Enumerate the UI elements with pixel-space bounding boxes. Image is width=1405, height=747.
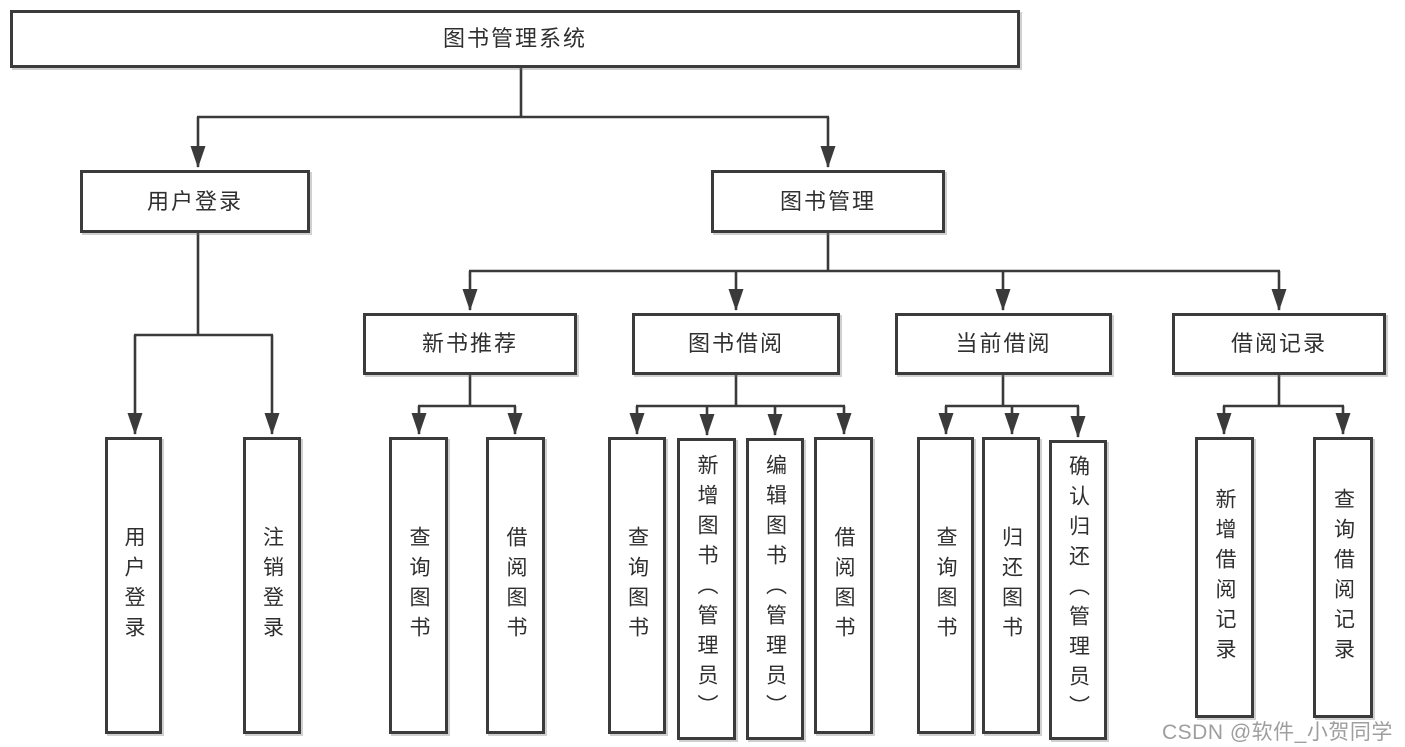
- node-label: 图书管理: [779, 188, 876, 214]
- node-root-label: 图书管理系统: [442, 26, 587, 51]
- leaf-label: 查询图书: [407, 525, 430, 646]
- leaf-label: 查询图书: [934, 525, 957, 646]
- node-label: 用户登录: [146, 188, 243, 214]
- node-root-system: 图书管理系统: [10, 10, 1020, 68]
- leaf-label: 借阅图书: [832, 525, 855, 646]
- leaf-add-books-admin: 新增图书（管理员）: [677, 438, 736, 740]
- leaf-label: 确认归还（管理员）: [1066, 455, 1090, 725]
- leaf-borrow-books-rec: 借阅图书: [486, 437, 545, 734]
- tree-rails: [134, 68, 1344, 408]
- leaf-return-books: 归还图书: [982, 437, 1040, 734]
- node-new-book-recommend: 新书推荐: [363, 313, 577, 375]
- leaf-label: 新增图书（管理员）: [695, 454, 718, 724]
- leaf-confirm-return-admin: 确认归还（管理员）: [1049, 440, 1107, 740]
- leaf-label: 注销登录: [260, 525, 284, 646]
- leaf-label: 用户登录: [122, 525, 145, 646]
- node-current-borrowing: 当前借阅: [895, 313, 1112, 375]
- leaf-add-borrow-record: 新增借阅记录: [1195, 437, 1254, 718]
- leaf-query-books-rec: 查询图书: [389, 437, 448, 734]
- leaf-query-books-current: 查询图书: [917, 437, 974, 734]
- node-label: 当前借阅: [955, 331, 1052, 356]
- leaf-label: 借阅图书: [504, 525, 527, 646]
- leaf-label: 归还图书: [999, 525, 1023, 646]
- leaf-logout: 注销登录: [243, 437, 301, 734]
- node-label: 借阅记录: [1230, 331, 1327, 356]
- node-label: 新书推荐: [421, 331, 518, 356]
- leaf-label: 查询图书: [625, 525, 649, 646]
- leaf-user-login: 用户登录: [105, 437, 162, 734]
- node-label: 图书借阅: [687, 331, 784, 356]
- leaf-label: 编辑图书（管理员）: [763, 454, 787, 724]
- leaf-query-books-borrow: 查询图书: [608, 437, 666, 734]
- node-book-management: 图书管理: [711, 170, 945, 233]
- leaf-edit-books-admin: 编辑图书（管理员）: [746, 438, 804, 740]
- node-user-login: 用户登录: [80, 170, 310, 233]
- leaf-label: 查询借阅记录: [1331, 487, 1355, 668]
- node-borrowing-records: 借阅记录: [1172, 313, 1386, 375]
- leaf-borrow-books: 借阅图书: [814, 437, 873, 734]
- node-book-borrowing: 图书借阅: [632, 313, 840, 375]
- leaf-query-borrow-record: 查询借阅记录: [1313, 437, 1373, 718]
- leaf-label: 新增借阅记录: [1213, 487, 1236, 668]
- csdn-watermark: CSDN @软件_小贺同学: [1162, 721, 1393, 744]
